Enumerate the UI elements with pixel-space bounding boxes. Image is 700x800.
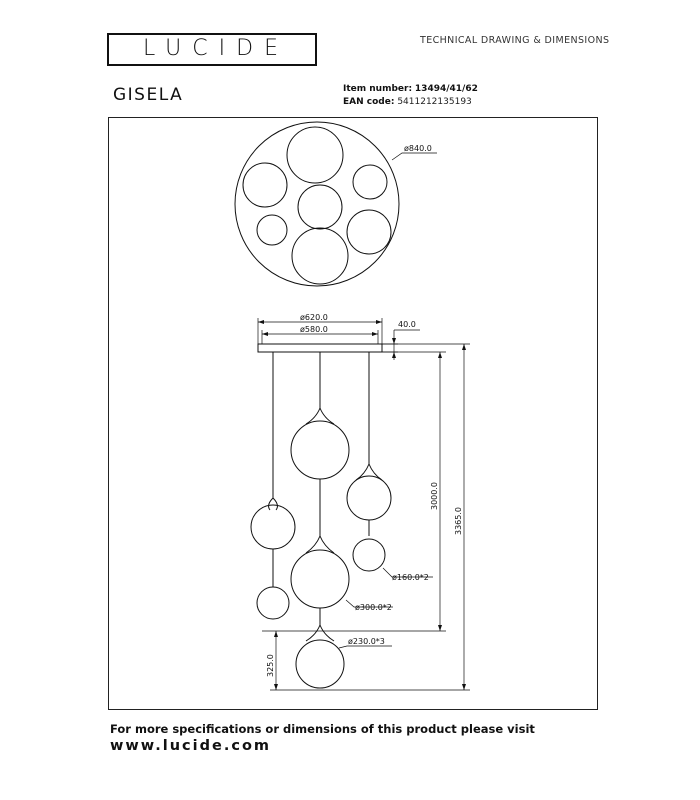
ean-row: EAN code: 5411212135193 bbox=[343, 97, 472, 107]
ean-label: EAN code: bbox=[343, 97, 395, 107]
brand-logo: LUCIDE bbox=[107, 33, 317, 66]
globe-neck bbox=[305, 535, 335, 554]
label-large-globe: ø300.0*2 bbox=[355, 603, 392, 612]
leader-small-globe bbox=[382, 567, 433, 578]
top-view bbox=[234, 121, 400, 287]
item-number-label: Item number: bbox=[343, 84, 413, 94]
label-plate-inner: ø580.0 bbox=[300, 325, 328, 334]
label-canopy-diameter: ø840.0 bbox=[404, 144, 432, 153]
globe-neck bbox=[305, 407, 335, 425]
globe-right-upper bbox=[346, 475, 392, 521]
canopy-outline bbox=[234, 121, 400, 287]
item-number-row: Item number: 13494/41/62 bbox=[343, 84, 478, 94]
top-view-globe bbox=[242, 162, 288, 208]
globe-small-right bbox=[352, 538, 386, 572]
top-view-globe bbox=[291, 227, 349, 285]
globe-neck bbox=[272, 497, 278, 511]
label-plate-outer: ø620.0 bbox=[300, 313, 328, 322]
label-medium-globe: ø230.0*3 bbox=[348, 637, 385, 646]
globe-top-center bbox=[290, 420, 350, 480]
label-bottom-height: 325.0 bbox=[266, 654, 275, 677]
drawing-frame bbox=[108, 117, 598, 710]
leader-medium-globe bbox=[338, 645, 392, 649]
globe-bottom-center bbox=[295, 639, 345, 689]
footer-text: For more specifications or dimensions of… bbox=[110, 722, 535, 736]
top-view-globe bbox=[346, 209, 392, 255]
globe-neck bbox=[268, 493, 274, 511]
document-type: TECHNICAL DRAWING & DIMENSIONS bbox=[420, 35, 610, 46]
top-view-globe bbox=[297, 184, 343, 230]
ceiling-plate bbox=[257, 343, 383, 353]
website-link[interactable]: www.lucide.com bbox=[110, 738, 272, 754]
label-small-globe: ø160.0*2 bbox=[392, 573, 429, 582]
brand-logo-text: LUCIDE bbox=[143, 36, 289, 61]
label-plate-height: 40.0 bbox=[398, 320, 416, 329]
ean-value: 5411212135193 bbox=[397, 97, 472, 107]
product-name: GISELA bbox=[113, 85, 184, 105]
arrowheads bbox=[274, 631, 278, 690]
label-total-height: 3365.0 bbox=[454, 507, 463, 535]
top-view-globe bbox=[256, 214, 288, 246]
globe-small-left bbox=[256, 586, 290, 620]
globe-large-left bbox=[250, 504, 296, 550]
globe-neck bbox=[305, 624, 335, 642]
label-cable-length: 3000.0 bbox=[430, 482, 439, 510]
top-view-globe bbox=[286, 126, 344, 184]
arrowheads bbox=[392, 338, 396, 358]
canopy-leader bbox=[391, 152, 437, 161]
leader-large-globe bbox=[345, 599, 393, 608]
globe-middle-center bbox=[290, 549, 350, 609]
top-view-globe bbox=[352, 164, 388, 200]
item-number-value: 13494/41/62 bbox=[414, 84, 478, 94]
